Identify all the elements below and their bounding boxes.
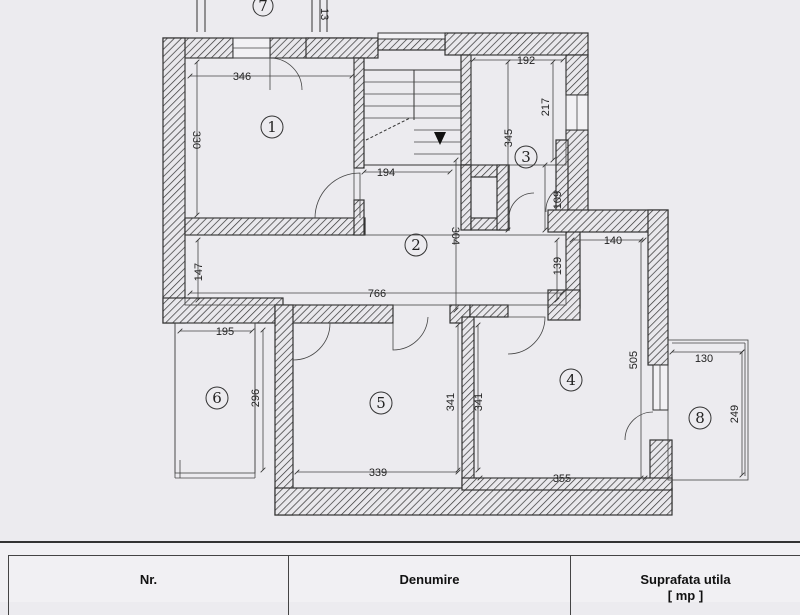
dim-r6-height: 296 xyxy=(250,389,262,407)
room-3-number: 3 xyxy=(521,148,531,166)
table-header-nr: Nr. xyxy=(139,572,158,587)
room-7-number: 7 xyxy=(258,0,268,15)
area-table: Nr. Denumire Suprafata utila [ mp ] xyxy=(0,541,800,615)
room-2-number: 2 xyxy=(411,236,421,254)
dim-r3-height-a: 217 xyxy=(540,98,552,116)
dimension-lines xyxy=(180,60,742,478)
room-7-dimension: 13 xyxy=(318,8,330,20)
table-col-suprafata: Suprafata utila [ mp ] xyxy=(570,555,800,615)
staircase xyxy=(363,58,462,166)
table-header-unit: [ mp ] xyxy=(667,588,704,603)
table-header-suprafata: Suprafata utila xyxy=(640,572,731,587)
dim-r3-width: 192 xyxy=(517,55,535,67)
dim-r5-height: 341 xyxy=(445,393,457,411)
room-4-number: 4 xyxy=(566,371,576,389)
dim-r4-top: 140 xyxy=(604,235,622,247)
room-1-circle xyxy=(260,115,284,139)
dim-r3-height-b: 345 xyxy=(503,129,515,147)
table-header-denumire: Denumire xyxy=(399,572,460,587)
dim-hall-length: 766 xyxy=(368,288,386,300)
dim-hall-top: 194 xyxy=(377,167,395,179)
walls xyxy=(162,32,673,516)
room-3-circle xyxy=(514,145,538,169)
windows xyxy=(232,32,669,411)
dim-hall-right: 139 xyxy=(552,257,564,275)
dim-r8-height: 249 xyxy=(729,405,741,423)
dim-r5-width: 339 xyxy=(369,467,387,479)
dim-r4-height: 505 xyxy=(628,351,640,369)
dim-r4-left: 341 xyxy=(473,393,485,411)
room-7-outline xyxy=(196,0,328,32)
room-7-circle xyxy=(252,0,274,17)
dim-r1-height: 330 xyxy=(190,131,202,149)
table-col-denumire: Denumire xyxy=(288,555,570,615)
dim-r6-width: 195 xyxy=(216,326,234,338)
room-8-number: 8 xyxy=(695,409,705,427)
room-1-number: 1 xyxy=(267,118,277,136)
room-8-circle xyxy=(688,406,712,430)
dim-hall-left: 147 xyxy=(193,263,205,281)
room-5-circle xyxy=(369,391,393,415)
dim-r4-width: 355 xyxy=(553,473,571,485)
dim-r1-width: 346 xyxy=(233,71,251,83)
room-6-number: 6 xyxy=(212,389,222,407)
dim-r3-height-c: 109 xyxy=(552,191,564,209)
room-labels: 1 2 3 4 5 6 8 xyxy=(205,115,712,430)
room-2-circle xyxy=(404,233,428,257)
dim-r8-width: 130 xyxy=(695,353,713,365)
table-col-nr: Nr. xyxy=(8,555,288,615)
room-5-number: 5 xyxy=(376,394,386,412)
floor-plan: 7 13 xyxy=(162,0,749,516)
dim-hall-height: 304 xyxy=(449,227,461,245)
room-6-circle xyxy=(205,386,229,410)
room-4-circle xyxy=(559,368,583,392)
